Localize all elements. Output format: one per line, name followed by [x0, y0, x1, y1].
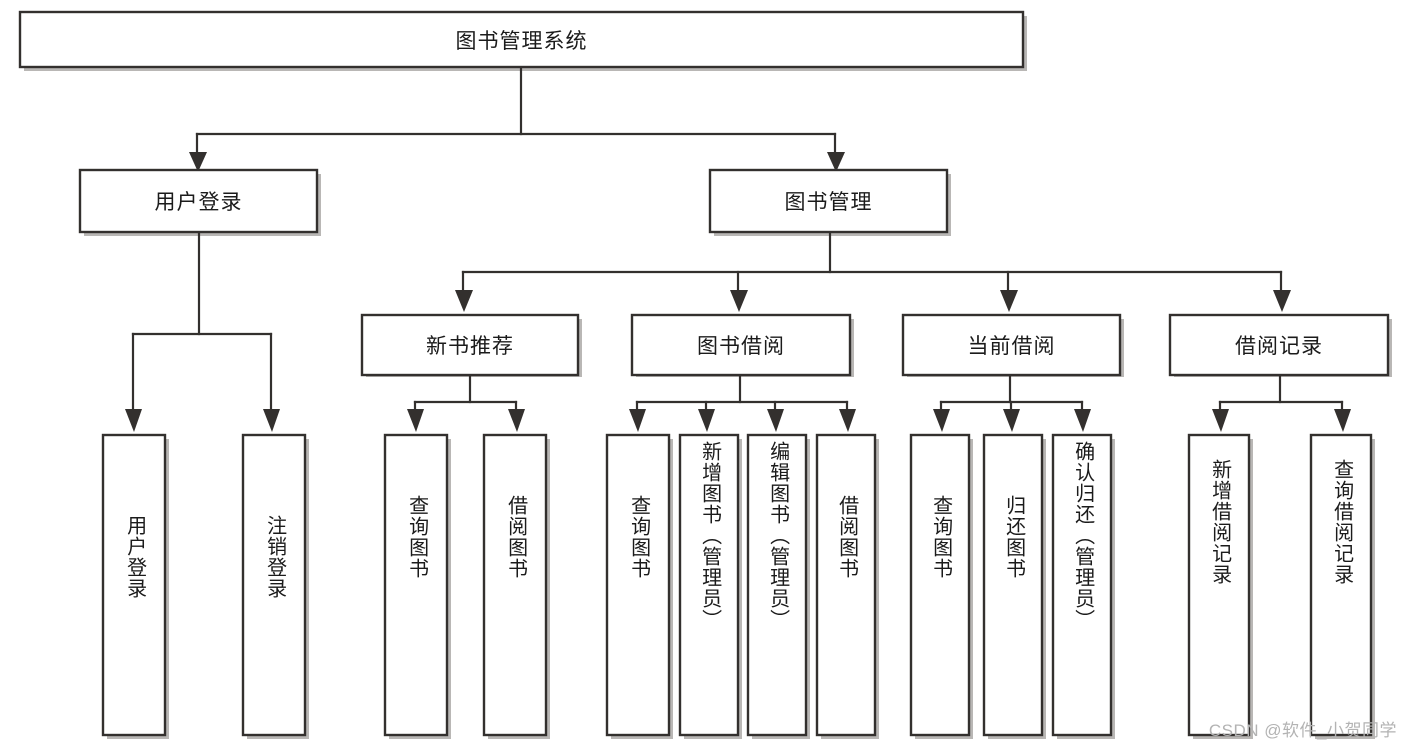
node-leaf-3[interactable] — [383, 433, 449, 737]
node-leaf-13[interactable] — [1309, 433, 1373, 737]
connector-arrowheads — [125, 152, 1351, 432]
node-book-borrow[interactable] — [630, 313, 852, 377]
watermark-text: CSDN @软件_小贺同学 — [1208, 721, 1397, 740]
node-root[interactable] — [18, 10, 1025, 69]
node-leaf-6[interactable] — [678, 433, 740, 737]
node-leaf-12[interactable] — [1187, 433, 1251, 737]
node-book-manage[interactable] — [708, 168, 949, 234]
node-leaf-5[interactable] — [605, 433, 671, 737]
connector-lines — [131, 65, 1344, 417]
node-new-book-rec[interactable] — [360, 313, 580, 377]
node-current-borrow[interactable] — [901, 313, 1122, 377]
node-leaf-9[interactable] — [909, 433, 971, 737]
node-leaf-1[interactable] — [101, 433, 167, 737]
node-leaf-10[interactable] — [982, 433, 1044, 737]
node-leaf-11[interactable] — [1051, 433, 1113, 737]
node-leaf-2[interactable] — [241, 433, 307, 737]
node-borrow-record[interactable] — [1168, 313, 1390, 377]
node-boxes — [18, 10, 1390, 737]
node-leaf-7[interactable] — [746, 433, 808, 737]
node-leaf-8[interactable] — [815, 433, 877, 737]
node-user-login[interactable] — [78, 168, 319, 234]
node-leaf-4[interactable] — [482, 433, 548, 737]
